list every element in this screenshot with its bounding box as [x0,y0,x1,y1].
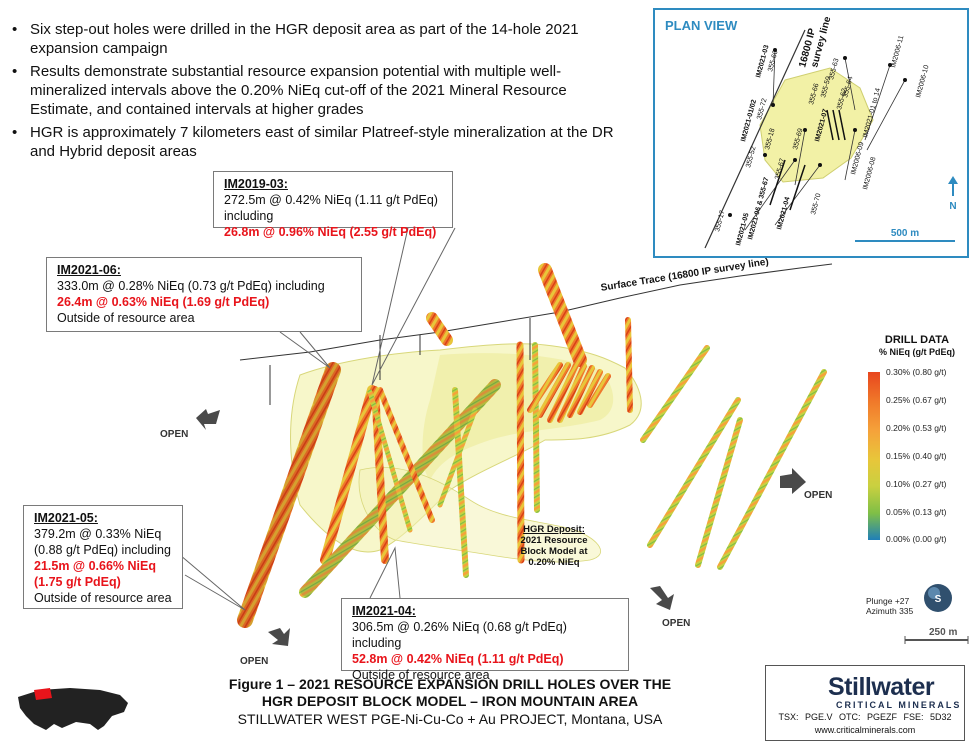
open-label-west: OPEN [160,429,189,440]
caption-line: Figure 1 – 2021 RESOURCE EXPANSION DRILL… [228,676,672,692]
highlight-interval: 52.8m @ 0.42% NiEq (1.11 g/t PdEq) [352,652,564,666]
svg-text:355-17: 355-17 [714,210,726,233]
caption-line: STILLWATER WEST PGE-Ni-Cu-Co + Au PROJEC… [237,711,663,727]
azimuth-text: Azimuth 335 [866,606,914,616]
callout-im2021-06: IM2021-06: 333.0m @ 0.28% NiEq (0.73 g/t… [46,257,362,332]
drill-holes-east [640,345,827,570]
company-logo: Stillwater CRITICAL MINERALS TSX: PGE.V … [765,665,965,741]
plunge-text: Plunge +27 [866,596,910,606]
arrow-icon [650,586,674,610]
highlight-interval: 26.8m @ 0.96% NiEq (2.55 g/t PdEq) [224,225,437,239]
view-orientation: Plunge +27 Azimuth 335 [866,596,913,616]
deposit-body: 2021 Resource Block Model at 0.20% NiEq [520,535,588,568]
drill-hole-im2019-03 [367,386,435,564]
legend-item: 0.10% (0.27 g/t) [886,479,947,489]
svg-text:355-70: 355-70 [810,193,822,216]
caption-line: HGR DEPOSIT BLOCK MODEL – IRON MOUNTAIN … [261,693,639,709]
deposit-label: HGR Deposit: 2021 Resource Block Model a… [512,524,596,568]
logo-tickers: TSX: PGE.V OTC: PGEZF FSE: 5D32 [778,712,952,722]
scale-bar [904,636,969,644]
note-text: Outside of resource area [352,668,490,682]
open-label-south: OPEN [240,656,269,667]
open-arrows [196,409,806,646]
svg-text:N: N [949,201,956,212]
legend-item: 0.20% (0.53 g/t) [886,423,947,433]
callout-im2019-03: IM2019-03: 272.5m @ 0.42% NiEq (1.11 g/t… [213,171,453,239]
interval-text: 272.5m @ 0.42% NiEq (1.11 g/t PdEq) incl… [224,193,438,223]
svg-text:355-52: 355-52 [745,146,757,169]
interval-text: (0.88 g/t PdEq) including [34,543,171,557]
svg-text:IM2021-03: IM2021-03 [755,44,770,78]
summary-bullets: Six step-out holes were drilled in the H… [6,20,616,165]
hole-name: IM2021-06: [57,263,121,277]
drill-data-legend: DRILL DATA % NiEq (g/t PdEq) 0.30% (0.80… [862,334,972,544]
plan-view-map: IM2021-03 355-60 355-63 IM2006-11 IM2006… [704,15,958,249]
bullet-item: HGR is approximately 7 kilometers east o… [6,123,616,161]
interval-text: 306.5m @ 0.26% NiEq (0.68 g/t PdEq) incl… [352,620,567,650]
interval-text: 379.2m @ 0.33% NiEq [34,527,162,541]
north-arrow: N [948,176,958,212]
drill-holes-cluster [527,362,611,423]
drill-hole-im2021-06 [237,362,341,628]
plan-scale-bar: 500 m [855,228,955,242]
arrow-icon [780,468,806,494]
callout-leaders [179,227,456,611]
bullet-item: Results demonstrate substantial resource… [6,62,616,119]
legend-item: 0.25% (0.67 g/t) [886,395,947,405]
svg-text:500 m: 500 m [891,228,919,239]
legend-color-bar [868,372,880,540]
logo-url: www.criticalminerals.com [814,725,916,735]
legend-subtitle: % NiEq (g/t PdEq) [879,347,955,357]
note-text: Outside of resource area [34,591,172,605]
drill-holes-central [426,263,633,578]
svg-text:355-60: 355-60 [767,50,779,73]
bullet-item: Six step-out holes were drilled in the H… [6,20,616,58]
callout-im2021-05: IM2021-05: 379.2m @ 0.33% NiEq (0.88 g/t… [23,505,183,609]
usa-location-map [18,688,128,730]
collar-lines [269,318,531,405]
callout-im2021-04: IM2021-04: 306.5m @ 0.26% NiEq (0.68 g/t… [341,598,629,682]
svg-text:IM2021-01/02: IM2021-01/02 [740,99,758,143]
highlight-interval: 26.4m @ 0.63% NiEq (1.69 g/t PdEq) [57,295,270,309]
orientation-sphere: S [924,584,952,612]
highlight-interval: 21.5m @ 0.66% NiEq [34,559,156,573]
interval-text: 333.0m @ 0.28% NiEq (0.73 g/t PdEq) incl… [57,279,325,293]
arrow-icon [268,628,290,646]
logo-subtitle: CRITICAL MINERALS [836,700,962,710]
hole-name: IM2021-05: [34,511,98,525]
legend-item: 0.30% (0.80 g/t) [886,367,947,377]
hole-name: IM2019-03: [224,177,288,191]
arrow-icon [196,409,220,430]
highlight-interval: (1.75 g/t PdEq) [34,575,121,589]
legend-item: 0.15% (0.40 g/t) [886,451,947,461]
note-text: Outside of resource area [57,311,195,325]
scale-label: 250 m [929,627,958,638]
plan-view-inset: PLAN VIEW IM2021-03 3 [653,8,969,258]
legend-item: 0.00% (0.00 g/t) [886,534,947,544]
open-label-southeast: OPEN [662,618,691,629]
svg-text:IM2021-05: IM2021-05 [735,212,750,246]
legend-item: 0.05% (0.13 g/t) [886,507,947,517]
svg-text:S: S [935,594,942,605]
svg-text:IM2021-04: IM2021-04 [776,196,791,230]
drill-hole-im2021-05 [320,385,377,565]
svg-text:IM2021-06 & 355-67: IM2021-06 & 355-67 [747,177,770,241]
figure-caption: Figure 1 – 2021 RESOURCE EXPANSION DRILL… [160,676,740,728]
hole-name: IM2021-04: [352,604,416,618]
open-label-east: OPEN [804,490,833,501]
legend-title: DRILL DATA [884,334,950,346]
logo-name: Stillwater [828,673,935,701]
svg-text:IM2006-10: IM2006-10 [915,64,930,98]
deposit-title: HGR Deposit: [523,524,585,535]
plan-view-title: PLAN VIEW [665,18,738,33]
svg-text:IM2006-08: IM2006-08 [862,156,877,190]
svg-text:IM2006-11: IM2006-11 [890,35,905,69]
